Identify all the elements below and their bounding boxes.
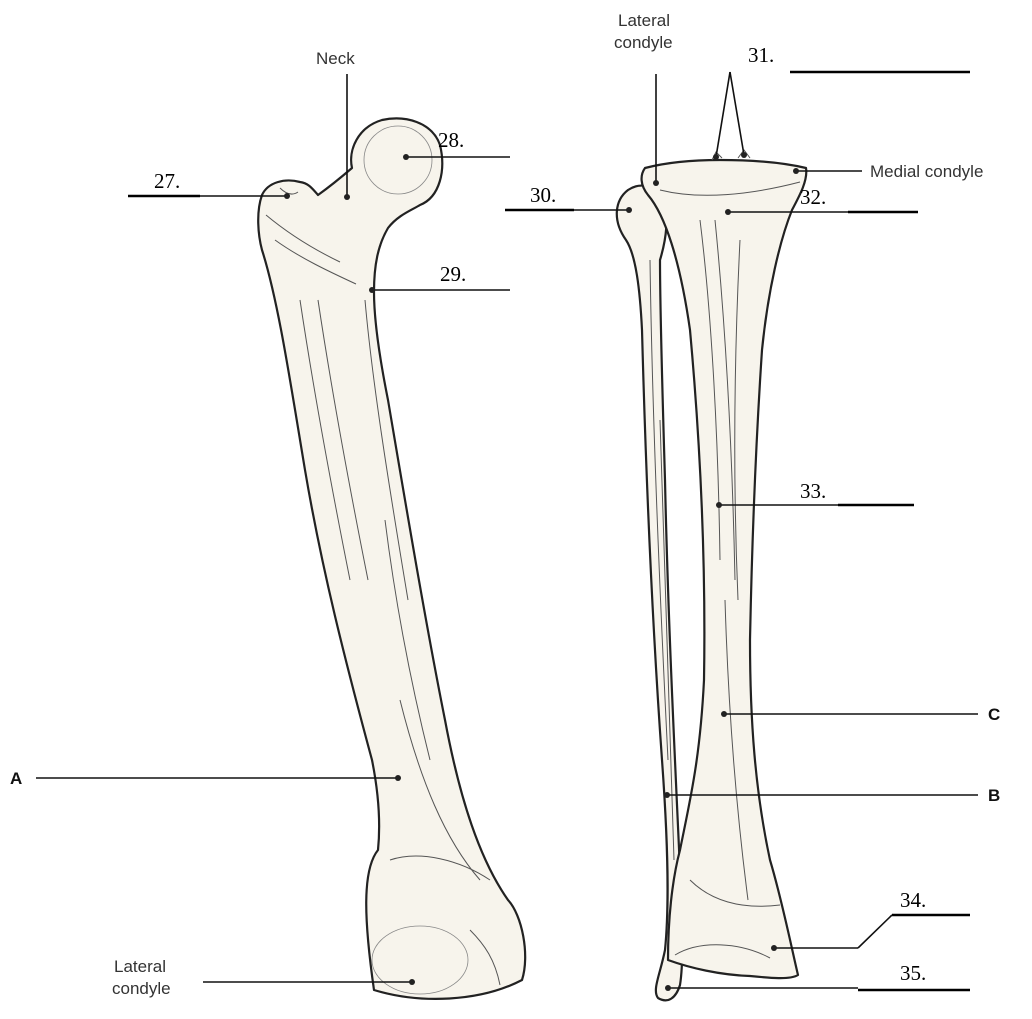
- label-30: 30.: [530, 183, 556, 207]
- label-33: 33.: [800, 479, 826, 503]
- label-lateral-condyle-bottom-1: Lateral: [114, 957, 166, 976]
- label-lateral-condyle-top-1: Lateral: [618, 11, 670, 30]
- label-31: 31.: [748, 43, 774, 67]
- label-medial-condyle: Medial condyle: [870, 162, 983, 181]
- label-32: 32.: [800, 185, 826, 209]
- label-29: 29.: [440, 262, 466, 286]
- label-c: C: [988, 705, 1000, 724]
- label-35: 35.: [900, 961, 926, 985]
- label-34: 34.: [900, 888, 926, 912]
- femur: [258, 118, 525, 998]
- label-27: 27.: [154, 169, 180, 193]
- label-28: 28.: [438, 128, 464, 152]
- label-b: B: [988, 786, 1000, 805]
- fibula: [617, 186, 683, 1001]
- label-neck: Neck: [316, 49, 355, 68]
- label-a: A: [10, 769, 22, 788]
- label-lateral-condyle-top-2: condyle: [614, 33, 673, 52]
- label-lateral-condyle-bottom-2: condyle: [112, 979, 171, 998]
